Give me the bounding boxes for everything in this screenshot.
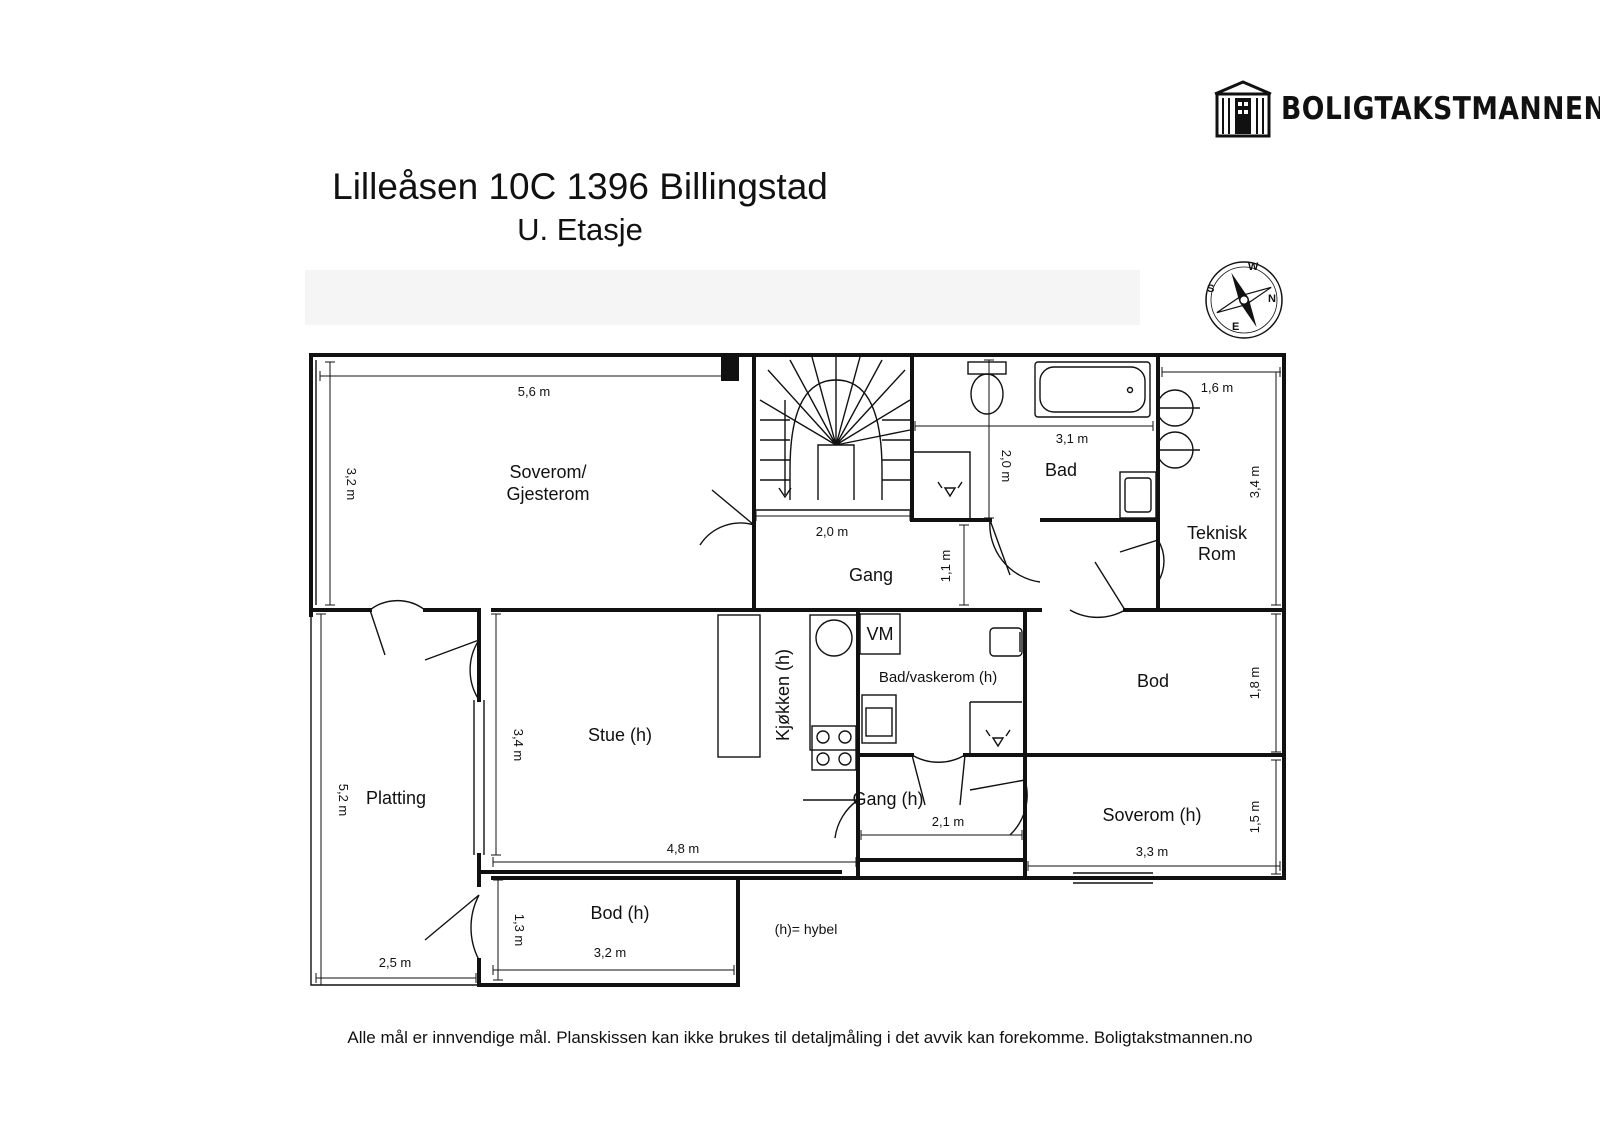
room-label-bod: Bod <box>1137 671 1169 691</box>
dim-bod-h-width: 3,2 m <box>594 945 627 960</box>
dim-gang-h-width: 2,1 m <box>932 814 965 829</box>
walls <box>309 353 1286 987</box>
legend-hybel: (h)= hybel <box>775 921 838 937</box>
room-label-soverom-line2: Gjesterom <box>506 484 589 504</box>
room-label-soverom-h: Soverom (h) <box>1102 805 1201 825</box>
room-label-gang: Gang <box>849 565 893 585</box>
background-texture <box>305 270 1140 325</box>
shower-icon <box>969 701 1022 755</box>
dim-bad-height: 2,0 m <box>999 450 1014 483</box>
room-label-stue: Stue (h) <box>588 725 652 745</box>
shower-icon <box>912 451 971 520</box>
bathroom-fixtures <box>912 361 1200 520</box>
window-stue <box>473 700 485 855</box>
dim-soverom-height: 3,2 m <box>344 468 359 501</box>
toilet-icon <box>967 361 1007 375</box>
dim-bad-width: 3,1 m <box>1056 431 1089 446</box>
building-logo-icon <box>1214 80 1272 138</box>
dim-soverom-h-height: 1,5 m <box>1247 801 1262 834</box>
compass-south-label: S <box>1207 283 1214 295</box>
brand-name: BOLIGTAKSTMANNEN <box>1281 91 1600 127</box>
room-label-gang-h: Gang (h) <box>852 789 923 809</box>
kitchen-sink-icon <box>815 619 853 657</box>
room-label-teknisk-line1: Teknisk <box>1187 523 1248 543</box>
sink-icon <box>1119 471 1157 519</box>
dim-soverom-width: 5,6 m <box>518 384 551 399</box>
window-left <box>311 360 317 605</box>
dim-stue-width: 4,8 m <box>667 841 700 856</box>
dim-stue-height: 3,4 m <box>511 729 526 762</box>
bathtub-icon <box>1034 361 1151 418</box>
footer-disclaimer: Alle mål er innvendige mål. Planskissen … <box>347 1028 1253 1047</box>
dim-bod-h-height: 1,3 m <box>512 914 527 947</box>
room-label-kjokken: Kjøkken (h) <box>773 649 793 741</box>
platting-outline <box>310 610 479 986</box>
room-label-platting: Platting <box>366 788 426 808</box>
kitchen-fixtures <box>717 614 859 771</box>
dim-platting-height: 5,2 m <box>336 784 351 817</box>
laundry-fixtures <box>859 613 1023 755</box>
dim-gang-width: 2,0 m <box>816 524 849 539</box>
kitchen-island <box>717 614 761 758</box>
dim-teknisk-height: 3,4 m <box>1247 466 1262 499</box>
window-soverom <box>1073 872 1153 884</box>
room-label-bod-h: Bod (h) <box>590 903 649 923</box>
compass-icon: W N S E <box>1205 261 1283 339</box>
stove-icon <box>811 725 857 771</box>
room-label-bad-vaskerom: Bad/vaskerom (h) <box>879 669 997 686</box>
room-label-bad: Bad <box>1045 460 1077 480</box>
toilet-icon <box>989 627 1023 657</box>
dim-teknisk-width: 1,6 m <box>1201 380 1234 395</box>
doors <box>369 489 1165 961</box>
label-vm: VM <box>867 624 894 644</box>
staircase <box>759 356 911 500</box>
dim-gang-height: 1,1 m <box>938 550 953 583</box>
room-label-soverom-line1: Soverom/ <box>509 462 586 482</box>
dim-soverom-h-width: 3,3 m <box>1136 844 1169 859</box>
compass-west-label: E <box>1232 321 1239 333</box>
room-label-teknisk-line2: Rom <box>1198 544 1236 564</box>
compass-north-label: W <box>1248 261 1259 273</box>
compass-east-label: N <box>1268 293 1276 305</box>
floor-subtitle: U. Etasje <box>517 212 643 247</box>
dimension-lines <box>315 359 1281 986</box>
page-title: Lilleåsen 10C 1396 Billingstad <box>332 166 828 207</box>
sink-icon <box>861 694 897 744</box>
washing-machine-icon <box>859 613 901 655</box>
dim-platting-width: 2,5 m <box>379 955 412 970</box>
brand-logo: BOLIGTAKSTMANNEN <box>1213 80 1600 138</box>
dim-bod-height: 1,8 m <box>1247 667 1262 700</box>
